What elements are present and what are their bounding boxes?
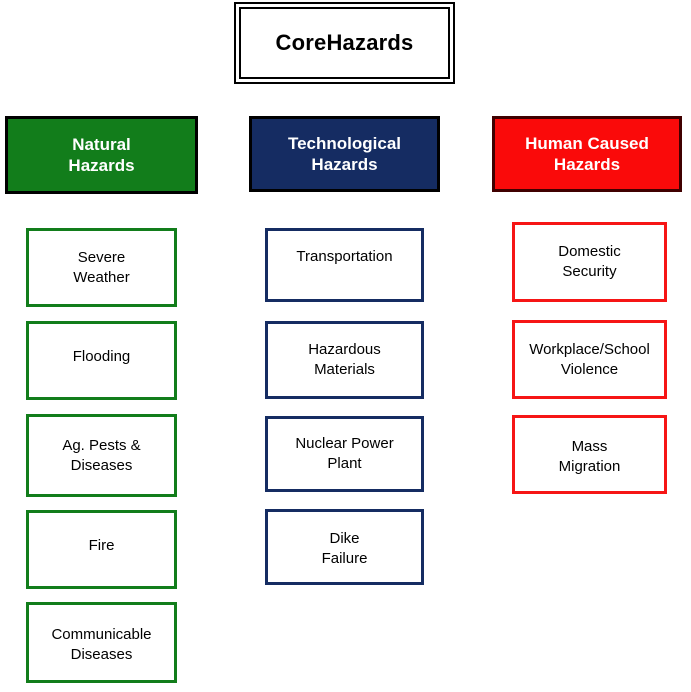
category-header-human-caused-hazards: Human Caused Hazards xyxy=(492,116,682,192)
dike-failure-line-1: Dike xyxy=(329,530,360,548)
hazard-item-communicable-diseases-label: Communicable Diseases xyxy=(51,625,151,665)
dike-failure-line-2: Failure xyxy=(321,550,368,567)
nuclear-power-plant-line-1: Nuclear Power xyxy=(295,435,394,453)
hazard-item-nuclear-power-plant: Nuclear Power Plant xyxy=(265,416,424,492)
transportation-line-1: Transportation xyxy=(296,248,393,266)
mass-migration-line-2: Migration xyxy=(558,457,621,475)
category-technological-line-1: Technological xyxy=(287,133,402,153)
hazard-item-mass-migration-label: Mass Migration xyxy=(559,437,621,477)
hazard-item-ag-pests-diseases-label: Ag. Pests & Diseases xyxy=(62,436,140,476)
ag-pests-line-2: Diseases xyxy=(70,456,133,474)
core-hazards-node: Core Hazards xyxy=(234,2,455,84)
severe-weather-line-2: Weather xyxy=(73,268,130,286)
category-natural-line-1: Natural xyxy=(72,134,131,154)
hazard-item-flooding: Flooding xyxy=(26,321,177,400)
hazard-item-workplace-school-violence: Workplace/School Violence xyxy=(512,320,667,399)
category-header-human-caused-hazards-label: Human Caused Hazards xyxy=(499,133,675,176)
hazardous-materials-line-1: Hazardous xyxy=(308,341,381,359)
hazard-item-dike-failure-label: Dike Failure xyxy=(322,529,368,569)
fire-line-1: Fire xyxy=(88,536,115,554)
category-natural-line-2: Hazards xyxy=(68,156,135,175)
hazard-item-transportation: Transportation xyxy=(265,228,424,302)
hazard-item-fire: Fire xyxy=(26,510,177,589)
hazard-item-mass-migration: Mass Migration xyxy=(512,415,667,494)
category-header-technological-hazards-label: Technological Hazards xyxy=(256,133,433,176)
hazard-item-domestic-security: Domestic Security xyxy=(512,222,667,302)
hazard-item-dike-failure: Dike Failure xyxy=(265,509,424,585)
nuclear-power-plant-line-2: Plant xyxy=(327,455,362,472)
core-hazards-label: Core Hazards xyxy=(239,7,450,79)
hazard-item-communicable-diseases: Communicable Diseases xyxy=(26,602,177,683)
hazard-item-transportation-label: Transportation xyxy=(296,247,392,267)
flooding-line-1: Flooding xyxy=(72,347,131,365)
hazard-item-hazardous-materials-label: Hazardous Materials xyxy=(308,340,381,380)
domestic-security-line-1: Domestic xyxy=(558,243,621,261)
workplace-violence-line-2: Violence xyxy=(560,360,619,378)
domestic-security-line-2: Security xyxy=(562,263,617,280)
ag-pests-line-1: Ag. Pests & xyxy=(62,436,141,454)
category-header-natural-hazards-label: Natural Hazards xyxy=(12,134,191,177)
category-header-technological-hazards: Technological Hazards xyxy=(249,116,440,192)
category-human-line-1: Human Caused xyxy=(525,133,649,153)
hazard-item-domestic-security-label: Domestic Security xyxy=(558,242,621,282)
hazard-item-fire-label: Fire xyxy=(89,536,115,556)
workplace-violence-line-1: Workplace/School xyxy=(529,340,650,358)
hazard-item-nuclear-power-plant-label: Nuclear Power Plant xyxy=(295,434,393,474)
hazardous-materials-line-2: Materials xyxy=(314,361,375,378)
hazard-item-ag-pests-diseases: Ag. Pests & Diseases xyxy=(26,414,177,497)
core-hazards-line-1: Core xyxy=(275,30,327,56)
mass-migration-line-1: Mass xyxy=(571,437,608,455)
communicable-diseases-line-1: Communicable xyxy=(51,625,152,643)
hazard-item-hazardous-materials: Hazardous Materials xyxy=(265,321,424,399)
category-header-natural-hazards: Natural Hazards xyxy=(5,116,198,194)
hazard-item-flooding-label: Flooding xyxy=(73,347,131,367)
hazard-item-severe-weather-label: Severe Weather xyxy=(73,248,129,288)
communicable-diseases-line-2: Diseases xyxy=(70,645,133,663)
category-human-line-2: Hazards xyxy=(553,155,621,174)
severe-weather-line-1: Severe xyxy=(77,248,126,266)
core-hazards-line-2: Hazards xyxy=(326,30,414,56)
hazard-item-severe-weather: Severe Weather xyxy=(26,228,177,307)
category-technological-line-2: Hazards xyxy=(311,155,378,174)
hazard-item-workplace-school-violence-label: Workplace/School Violence xyxy=(529,340,650,380)
